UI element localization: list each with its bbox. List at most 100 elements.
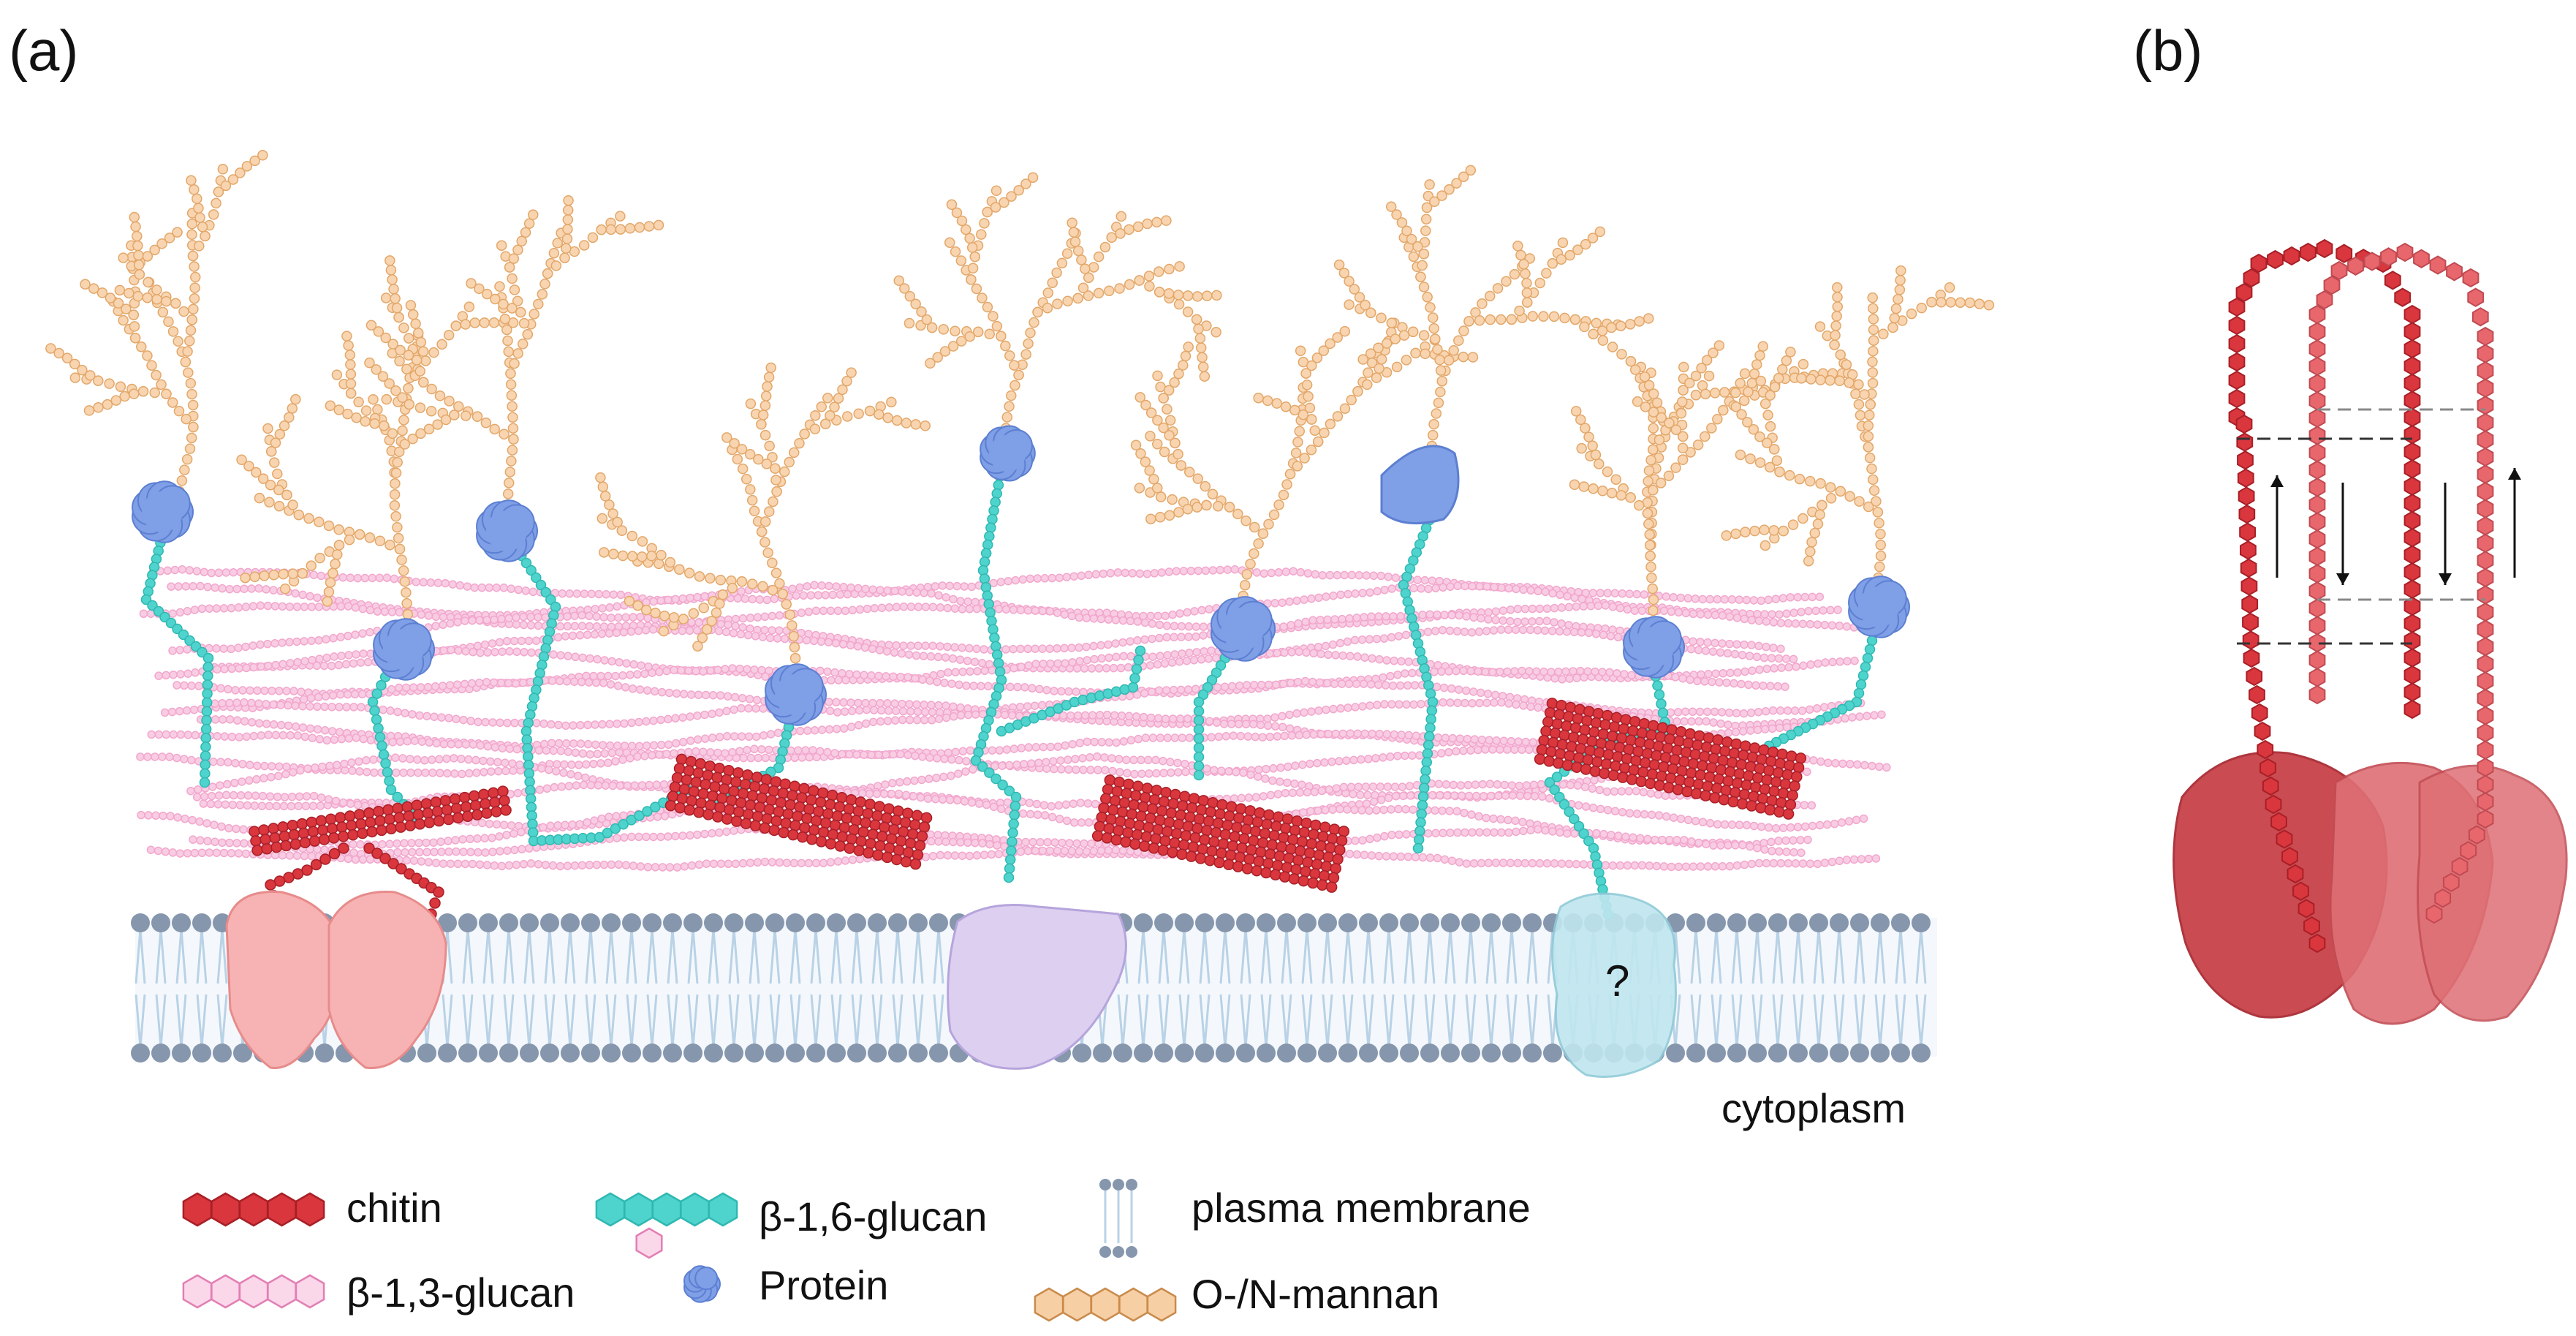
- mannan-strand: [1238, 382, 1308, 622]
- lipid-head: [561, 913, 580, 932]
- lipid-head: [622, 1043, 641, 1063]
- lipid-head: [1236, 1043, 1255, 1063]
- chitin-hexagon-chain-icon: [183, 1193, 324, 1226]
- lipid-head: [724, 1043, 743, 1063]
- lipid-head: [172, 1043, 191, 1063]
- legend-icons: [183, 1179, 1175, 1321]
- beta16-glucan-branched-hexagon-icon: [596, 1193, 737, 1226]
- mannan-strand: [1735, 450, 1882, 516]
- lipid-head: [1379, 1043, 1398, 1063]
- lipid-head: [1338, 913, 1357, 932]
- lipid-head: [1891, 913, 1910, 932]
- mannan-strand: [1159, 342, 1193, 403]
- lipid-head: [1830, 913, 1849, 932]
- lipid-head: [1461, 1043, 1480, 1063]
- lipid-head: [1809, 913, 1828, 932]
- lipid-head: [1400, 1043, 1419, 1063]
- mannan-strand: [757, 363, 776, 429]
- protein-blob: [980, 426, 1035, 480]
- mannan-strand: [1145, 431, 1268, 538]
- lipid-head: [479, 913, 498, 932]
- mannan-strand: [1830, 283, 1842, 350]
- arrow-down-head: [2336, 573, 2349, 585]
- lipid-head: [1257, 1043, 1276, 1063]
- lipid-head: [786, 913, 805, 932]
- lipid-head: [602, 913, 621, 932]
- mannan-strand: [505, 210, 538, 272]
- lipid-head: [1748, 1043, 1767, 1063]
- lipid-head: [438, 1043, 457, 1063]
- beta16-strand: [142, 522, 213, 788]
- lipid-head: [131, 1043, 150, 1063]
- legend-label-protein: Protein: [759, 1265, 888, 1306]
- lipid-head: [192, 913, 211, 932]
- protein-blob: [477, 500, 537, 561]
- lipid-head: [458, 913, 477, 932]
- lipid-head: [1216, 1043, 1235, 1063]
- lipid-head: [1461, 913, 1480, 932]
- lipid-head: [1195, 913, 1214, 932]
- lipid-head: [1912, 1043, 1931, 1063]
- lipid-head: [663, 1043, 682, 1063]
- lipid-head: [909, 1043, 928, 1063]
- lipid-head: [479, 1043, 498, 1063]
- lipid-head: [417, 1043, 436, 1063]
- lipid-head: [151, 1043, 170, 1063]
- mannan-strand: [1577, 444, 1652, 518]
- legend-label-b13: β-1,3-glucan: [346, 1272, 575, 1313]
- lipid-head: [1523, 1043, 1542, 1063]
- lipid-head: [499, 1043, 518, 1063]
- lipid-head: [683, 913, 702, 932]
- mannan-strand: [1927, 298, 1993, 310]
- lipid-head: [581, 1043, 600, 1063]
- protein-blob: [1382, 446, 1458, 524]
- mannan-strand: [281, 529, 365, 593]
- lipid-head: [827, 913, 846, 932]
- lipid-head: [724, 913, 743, 932]
- mannan-strand: [254, 494, 404, 554]
- lipid-head: [192, 1043, 211, 1063]
- lipid-head: [315, 1043, 334, 1063]
- arrow-up-head: [2270, 475, 2284, 487]
- lipid-head: [847, 913, 866, 932]
- lipid-head: [172, 913, 191, 932]
- lipid-head: [1195, 1043, 1214, 1063]
- lipid-head: [1850, 1043, 1869, 1063]
- mannan-strand: [1464, 312, 1622, 329]
- legend-label-chitin: chitin: [346, 1188, 442, 1229]
- lipid-head: [561, 1043, 580, 1063]
- mannan-hexagon-chain-icon: [1035, 1288, 1175, 1321]
- mannan-strand: [1548, 227, 1605, 268]
- beta13-glucan-hexagon-chain-icon: [183, 1275, 324, 1307]
- lipid-head: [909, 913, 928, 932]
- lipid-head: [745, 1043, 764, 1063]
- lipid-bilayer-icon: [1099, 1179, 1137, 1258]
- lipid-head: [520, 1043, 539, 1063]
- lipid-head: [1318, 1043, 1337, 1063]
- legend-label-b16: β-1,6-glucan: [759, 1196, 987, 1237]
- lipid-head: [581, 913, 600, 932]
- lipid-head: [602, 1043, 621, 1063]
- lipid-head: [1502, 913, 1521, 932]
- mannan-strand: [865, 407, 931, 431]
- unknown-protein-label: ?: [1605, 959, 1629, 1003]
- arrow-down-head: [2439, 573, 2452, 585]
- lipid-head: [1441, 1043, 1460, 1063]
- lipid-head: [929, 1043, 948, 1063]
- mannan-strand: [1416, 180, 1434, 282]
- mannan-strand: [237, 455, 292, 499]
- lipid-head: [1420, 913, 1439, 932]
- lipid-head: [1523, 913, 1542, 932]
- lipid-head: [1134, 913, 1153, 932]
- lipid-head: [643, 913, 662, 932]
- mannan-strand: [727, 445, 802, 684]
- lipid-head: [1072, 1043, 1091, 1063]
- protein-blob: [132, 481, 193, 542]
- lipid-head: [765, 1043, 784, 1063]
- protein-blob: [1849, 576, 1909, 637]
- lipid-head: [1298, 913, 1317, 932]
- lipid-head: [1871, 913, 1890, 932]
- lipid-head: [1420, 1043, 1439, 1063]
- lipid-head: [1789, 1043, 1808, 1063]
